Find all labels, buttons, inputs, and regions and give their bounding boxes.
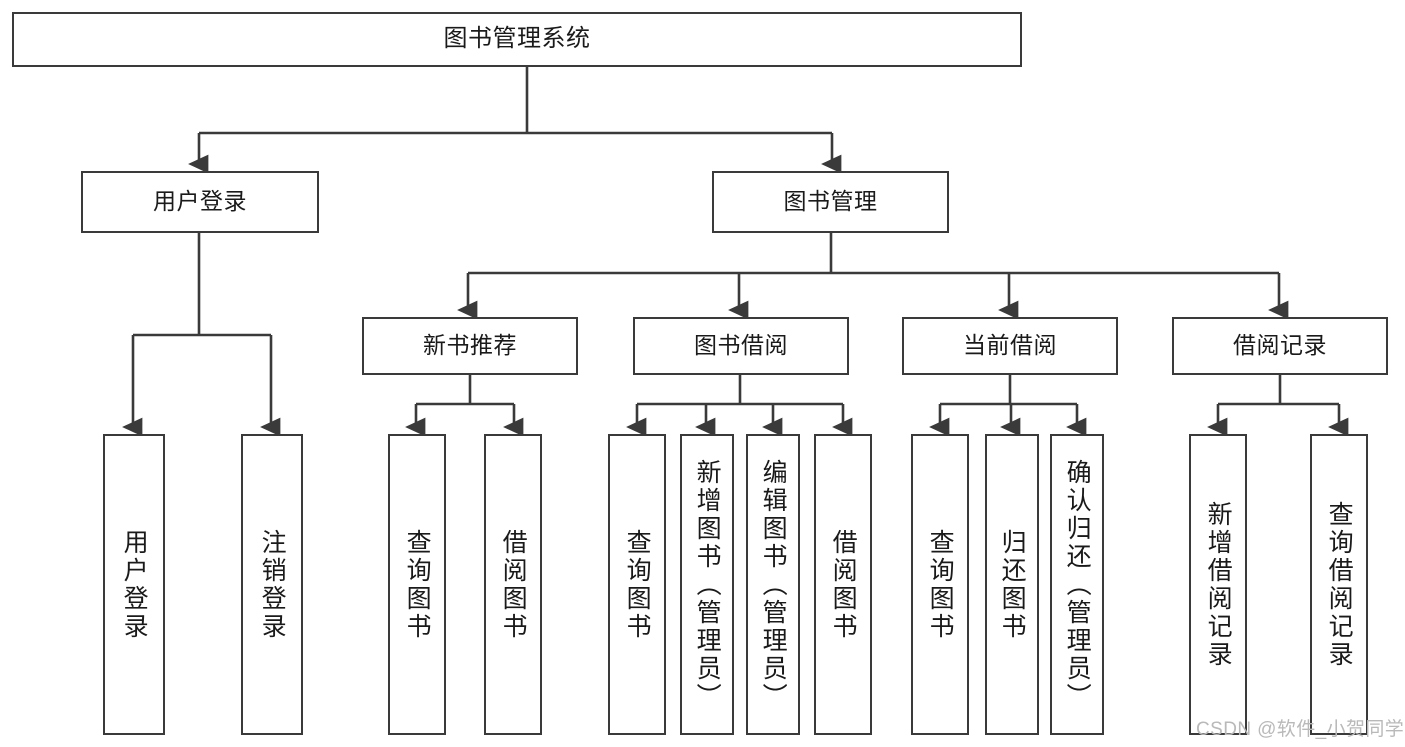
node-borrow-record[interactable]: 借阅记录 <box>1172 317 1388 375</box>
leaf-query-record-label: 查询借阅记录 <box>1325 500 1354 669</box>
node-book-manage[interactable]: 图书管理 <box>712 171 949 233</box>
leaf-user-login-label: 用户登录 <box>120 528 149 641</box>
leaf-add-book[interactable]: 新增图书（管理员） <box>680 434 734 735</box>
leaf-user-logout[interactable]: 注销登录 <box>241 434 303 735</box>
leaf-return-book[interactable]: 归还图书 <box>985 434 1039 735</box>
node-current-borrow[interactable]: 当前借阅 <box>902 317 1118 375</box>
leaf-query-book-1[interactable]: 查询图书 <box>388 434 446 735</box>
node-user-login[interactable]: 用户登录 <box>81 171 319 233</box>
node-new-book-rec-label: 新书推荐 <box>423 332 517 359</box>
leaf-query-record[interactable]: 查询借阅记录 <box>1310 434 1368 735</box>
leaf-add-book-label: 新增图书（管理员） <box>693 458 722 711</box>
csdn-watermark: CSDN @软件_小贺同学 <box>1196 719 1405 740</box>
leaf-user-logout-label: 注销登录 <box>258 528 287 641</box>
leaf-edit-book-label: 编辑图书（管理员） <box>759 458 788 711</box>
node-user-login-label: 用户登录 <box>153 188 247 215</box>
leaf-add-record[interactable]: 新增借阅记录 <box>1189 434 1247 735</box>
leaf-edit-book[interactable]: 编辑图书（管理员） <box>746 434 800 735</box>
node-current-borrow-label: 当前借阅 <box>963 332 1057 359</box>
leaf-query-book-2[interactable]: 查询图书 <box>608 434 666 735</box>
node-new-book-rec[interactable]: 新书推荐 <box>362 317 578 375</box>
node-book-manage-label: 图书管理 <box>783 188 878 215</box>
leaf-borrow-book-1[interactable]: 借阅图书 <box>484 434 542 735</box>
leaf-confirm-return-label: 确认归还（管理员） <box>1063 458 1092 711</box>
node-root-label: 图书管理系统 <box>443 25 591 53</box>
leaf-query-book-3-label: 查询图书 <box>926 528 955 641</box>
leaf-return-book-label: 归还图书 <box>998 528 1027 641</box>
leaf-query-book-1-label: 查询图书 <box>403 528 432 641</box>
leaf-add-record-label: 新增借阅记录 <box>1204 500 1233 669</box>
node-root[interactable]: 图书管理系统 <box>12 12 1022 67</box>
leaf-query-book-3[interactable]: 查询图书 <box>911 434 969 735</box>
leaf-borrow-book-2-label: 借阅图书 <box>829 528 858 641</box>
leaf-confirm-return[interactable]: 确认归还（管理员） <box>1050 434 1104 735</box>
node-borrow-record-label: 借阅记录 <box>1233 332 1327 359</box>
node-book-borrow[interactable]: 图书借阅 <box>633 317 849 375</box>
leaf-borrow-book-2[interactable]: 借阅图书 <box>814 434 872 735</box>
leaf-borrow-book-1-label: 借阅图书 <box>499 528 528 641</box>
node-book-borrow-label: 图书借阅 <box>694 332 788 359</box>
leaf-query-book-2-label: 查询图书 <box>623 528 652 641</box>
leaf-user-login[interactable]: 用户登录 <box>103 434 165 735</box>
